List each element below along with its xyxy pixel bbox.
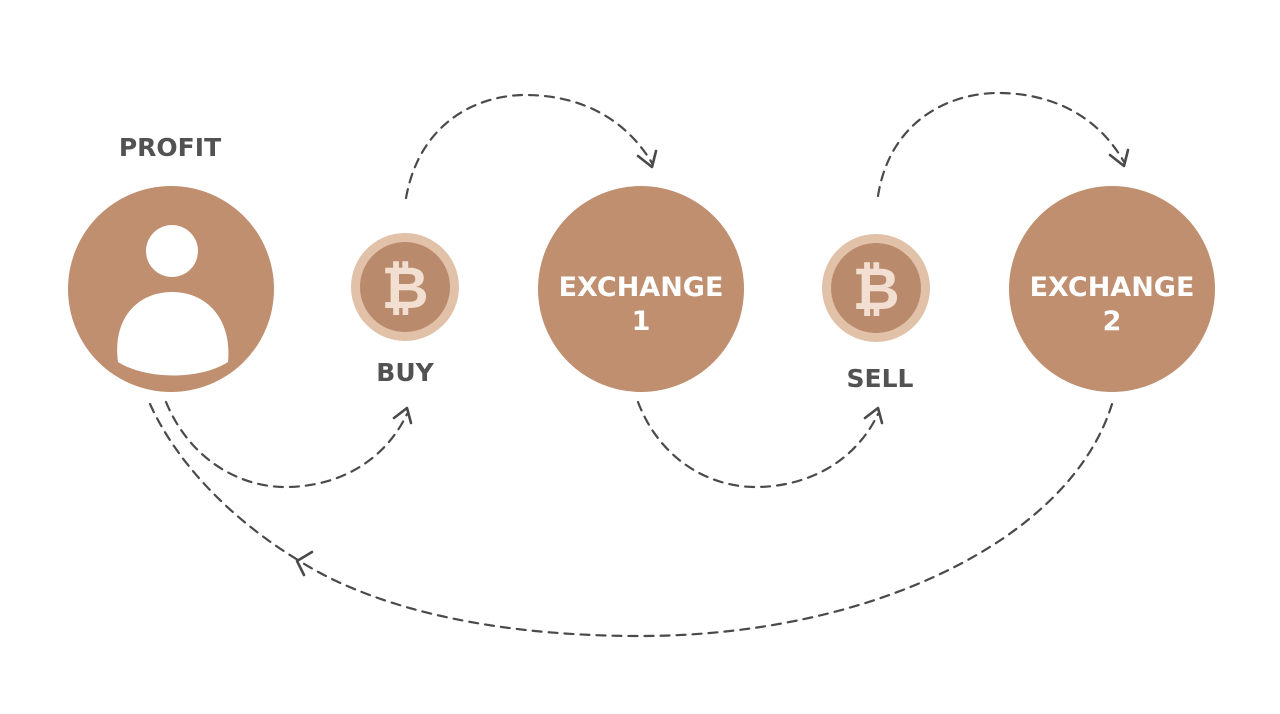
arrow-sell-to-exchange-2 [876,91,1130,198]
user-icon [117,225,229,376]
buy-coin: ₿ [351,233,459,341]
exchange-1-title: EXCHANGE [559,272,724,303]
user-node [68,186,274,392]
exchange-2-node: EXCHANGE 2 [1009,186,1215,392]
bitcoin-icon: ₿ [381,254,428,322]
exchange-1-node: EXCHANGE 1 [538,186,744,392]
bitcoin-icon: ₿ [852,255,899,323]
arrow-user-to-buy [164,400,413,489]
arrow-exchange-2-to-profit [148,402,1114,638]
exchange-1-number: 1 [632,306,651,337]
sell-coin: ₿ [822,234,930,342]
exchange-2-number: 2 [1103,306,1122,337]
buy-label: BUY [376,358,434,387]
arrow-buy-to-exchange-1 [404,93,658,200]
sell-label: SELL [847,364,914,393]
arrow-exchange-1-to-sell [636,400,884,489]
exchange-2-title: EXCHANGE [1030,272,1195,303]
profit-label: PROFIT [119,133,221,162]
